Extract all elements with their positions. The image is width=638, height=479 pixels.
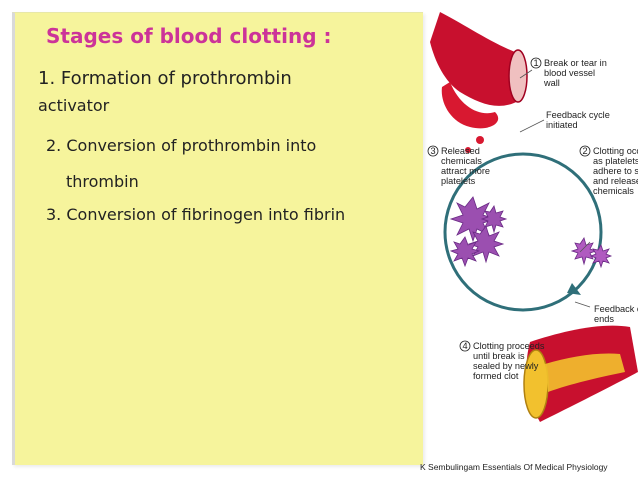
svg-text:Clotting occu: Clotting occu [593, 146, 638, 156]
svg-text:as platelets: as platelets [593, 156, 638, 166]
svg-text:Feedback cycle: Feedback cycle [546, 110, 610, 120]
svg-text:and release: and release [593, 176, 638, 186]
svg-text:chemicals: chemicals [441, 156, 482, 166]
step-3-label: 3 Released chemicals attract more platel… [427, 145, 490, 186]
svg-text:Released: Released [441, 146, 480, 156]
svg-text:chemicals: chemicals [593, 186, 634, 196]
stage-1-line-1: 1. Formation of prothrombin [38, 68, 292, 89]
cycle-arrowhead [567, 283, 581, 295]
step-1-label: 1 Break or tear in blood vessel wall [530, 57, 607, 88]
feedback-cycle-circle [443, 152, 603, 312]
platelet-cluster-image [449, 196, 508, 268]
svg-text:1: 1 [534, 58, 539, 68]
svg-text:formed clot: formed clot [473, 371, 519, 381]
svg-text:sealed by newly: sealed by newly [473, 361, 539, 371]
stage-2-line-1: 2. Conversion of prothrombin into [46, 136, 317, 155]
stage-2-line-2: thrombin [66, 172, 139, 191]
svg-text:4: 4 [463, 341, 468, 351]
svg-text:wall: wall [543, 78, 560, 88]
svg-text:initiated: initiated [546, 120, 578, 130]
slide-title: Stages of blood clotting : [46, 24, 332, 48]
svg-text:blood vessel: blood vessel [544, 68, 595, 78]
notepad-panel [12, 12, 423, 465]
stage-3-line-1: 3. Conversion of fibrinogen into fibrin [46, 205, 346, 224]
feedback-ends-label: Feedback cy ends [594, 304, 638, 324]
svg-text:until break is: until break is [473, 351, 525, 361]
svg-text:Break or tear in: Break or tear in [544, 58, 607, 68]
adhering-platelets-image [570, 237, 613, 269]
torn-vessel-image [430, 12, 528, 153]
svg-text:adhere to site: adhere to site [593, 166, 638, 176]
svg-text:Feedback cy: Feedback cy [594, 304, 638, 314]
feedback-initiated-label: Feedback cycle initiated [546, 110, 610, 130]
blood-clotting-figure: 1 Break or tear in blood vessel wall Fee… [427, 12, 638, 422]
svg-text:ends: ends [594, 314, 614, 324]
step-2-label: 2 Clotting occu as platelets adhere to s… [579, 145, 638, 196]
figure-caption: K Sembulingam Essentials Of Medical Phys… [420, 462, 608, 472]
svg-text:Clotting proceeds: Clotting proceeds [473, 341, 545, 351]
svg-text:3: 3 [431, 146, 436, 156]
sealed-vessel-image [523, 325, 638, 422]
stage-1-line-2: activator [38, 96, 110, 115]
svg-text:platelets: platelets [441, 176, 476, 186]
step-4-label: 4 Clotting proceeds until break is seale… [459, 340, 545, 381]
svg-text:attract more: attract more [441, 166, 490, 176]
svg-text:2: 2 [583, 146, 588, 156]
